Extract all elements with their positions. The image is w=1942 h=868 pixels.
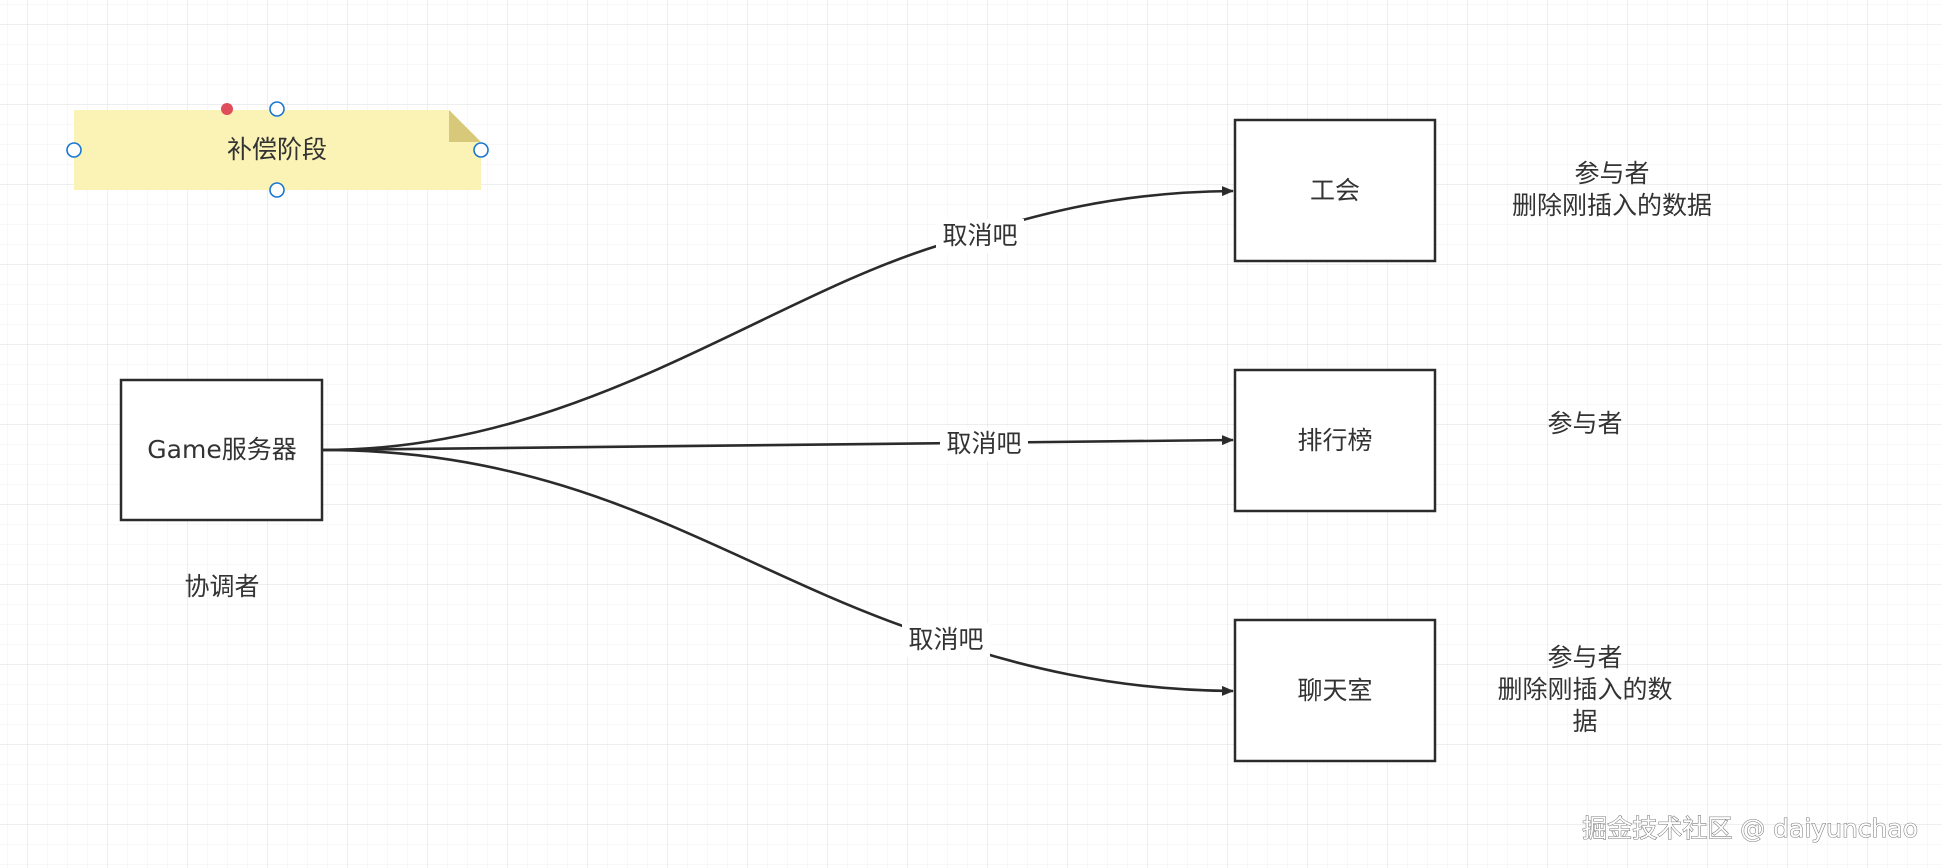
edge-line	[321, 186, 1234, 452]
annotation-guild[interactable]: 参与者 删除刚插入的数据	[1512, 159, 1712, 220]
edge-label-bg	[936, 219, 1024, 253]
node-box	[1233, 118, 1437, 263]
edge-label-bg	[902, 623, 990, 657]
resize-handle-left[interactable]	[66, 142, 82, 158]
node-label: 工会	[1310, 176, 1360, 205]
node-label: Game服务器	[147, 435, 296, 464]
edge-label: 取消吧	[946, 429, 1021, 458]
annotation-leaderboard[interactable]: 参与者	[1547, 409, 1622, 438]
sticky-note-label: 补偿阶段	[227, 135, 327, 164]
annotation-line: 据	[1572, 707, 1597, 736]
edge-label: 取消吧	[908, 625, 983, 654]
sticky-note-body	[74, 110, 481, 190]
node-box	[1233, 618, 1437, 763]
node-game-server[interactable]: Game服务器	[119, 378, 324, 522]
annotation-line: 删除刚插入的数据	[1512, 191, 1712, 220]
node-chatroom[interactable]: 聊天室	[1233, 618, 1437, 763]
annotation-line: 参与者	[1574, 159, 1649, 188]
watermark: 掘金技术社区 @ daiyunchao	[1582, 814, 1918, 843]
resize-handle-top[interactable]	[269, 101, 285, 117]
node-label: 聊天室	[1297, 676, 1372, 705]
resize-handle-right[interactable]	[473, 142, 489, 158]
annotation-line: 参与者	[1547, 409, 1622, 438]
sticky-note-compensation-phase[interactable]: 补偿阶段	[66, 101, 489, 198]
node-label: 排行榜	[1297, 426, 1372, 455]
edge-line	[321, 448, 1234, 696]
annotation-line: 参与者	[1547, 643, 1622, 672]
rotate-handle[interactable]	[221, 103, 233, 115]
edge-line	[321, 435, 1234, 452]
node-guild[interactable]: 工会	[1233, 118, 1437, 263]
edge-to-chatroom[interactable]: 取消吧	[321, 448, 1234, 696]
edge-to-guild[interactable]: 取消吧	[321, 186, 1234, 452]
edge-label: 取消吧	[942, 221, 1017, 250]
edge-to-leaderboard[interactable]: 取消吧	[321, 427, 1234, 461]
annotation-line: 删除刚插入的数	[1497, 675, 1672, 704]
node-leaderboard[interactable]: 排行榜	[1233, 368, 1437, 513]
coordinator-caption[interactable]: 协调者	[184, 572, 259, 601]
annotation-chatroom[interactable]: 参与者 删除刚插入的数 据	[1497, 643, 1672, 736]
resize-handle-bottom[interactable]	[269, 182, 285, 198]
node-box	[1233, 368, 1437, 513]
sticky-note-fold	[449, 110, 481, 142]
node-box	[119, 378, 324, 522]
edge-label-bg	[940, 427, 1028, 461]
